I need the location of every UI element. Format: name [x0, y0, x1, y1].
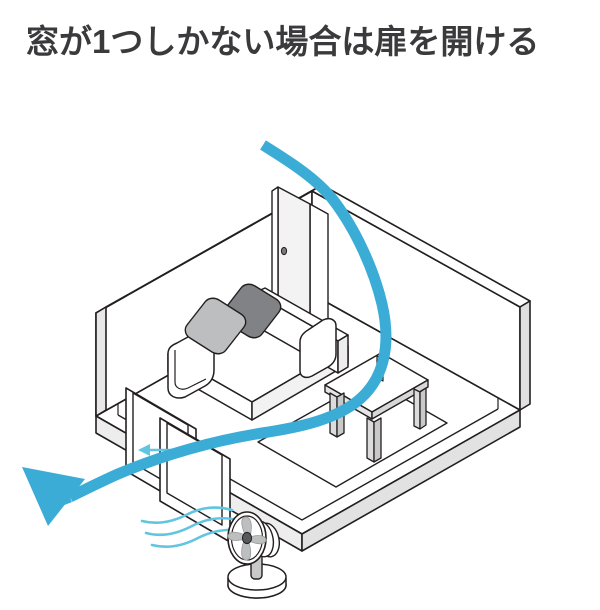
electric-fan: [227, 511, 287, 599]
window-small-arrow-head: [138, 444, 150, 456]
door-frame-opening: [309, 203, 329, 329]
table-leg-right: [413, 388, 421, 430]
sofa-armrest-left-crease: [174, 350, 207, 390]
airflow-main-arrow: [22, 140, 392, 526]
back-left-wall-end: [95, 306, 107, 417]
fan-hub: [241, 531, 253, 545]
illustration-isometric-room: [0, 88, 600, 610]
breeze-line-2: [144, 516, 240, 537]
door-knob-icon: [280, 246, 288, 256]
door-leaf-edge: [271, 186, 279, 301]
page-title: 窓が1つしかない場合は扉を開ける: [26, 23, 540, 60]
airflow-stream: [67, 140, 392, 502]
table-leg-front-side: [373, 417, 382, 463]
breeze-line-1: [140, 506, 234, 525]
airflow-arrowhead: [22, 467, 85, 526]
table-leg-right-side: [419, 387, 427, 430]
table-leg-front: [366, 417, 375, 463]
sofa-armrest-right: [299, 317, 337, 379]
open-door: [271, 186, 329, 329]
airflow-stream-tip: [60, 491, 72, 506]
back-right-wall-end: [519, 300, 531, 411]
floor-edge-right: [301, 409, 521, 552]
sofa-backrest-side: [337, 334, 349, 374]
sofa-cushion-light: [184, 297, 247, 355]
sofa: [167, 283, 349, 421]
